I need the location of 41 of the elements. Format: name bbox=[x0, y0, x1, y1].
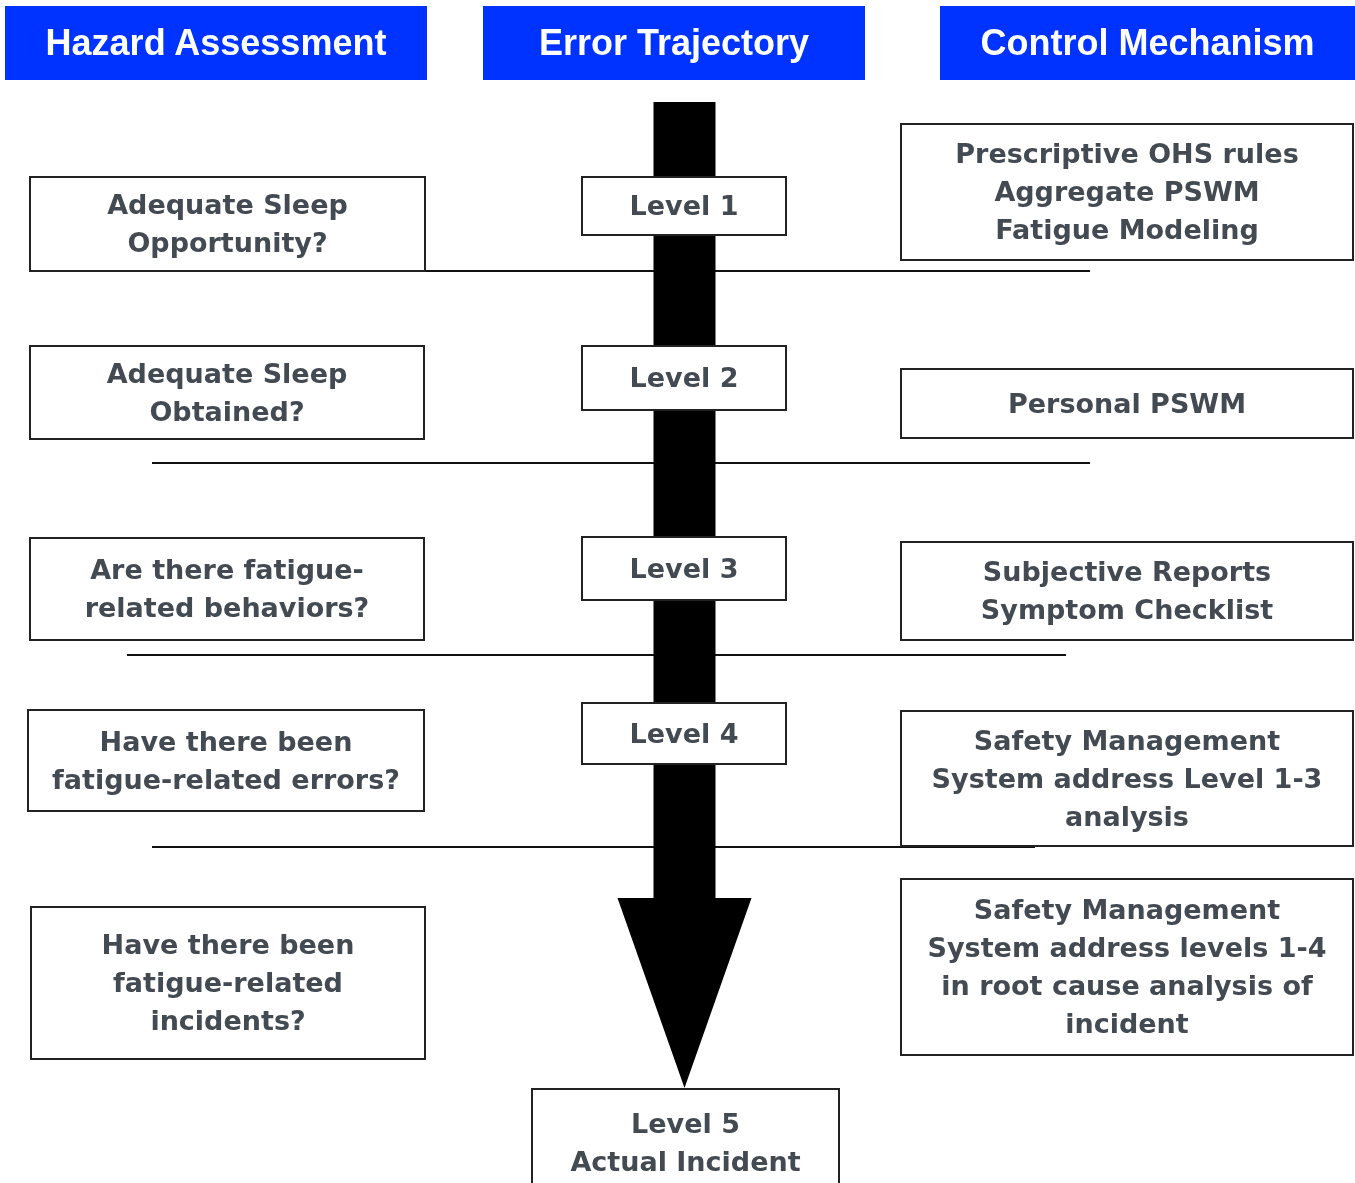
control-text: Prescriptive OHS rules bbox=[955, 137, 1299, 171]
question-text: Adequate Sleep Obtained? bbox=[105, 356, 349, 429]
level-text: Level 4 bbox=[629, 716, 739, 751]
control-text: Personal PSWM bbox=[1008, 386, 1246, 421]
control-box bbox=[900, 123, 1354, 261]
question-box bbox=[29, 537, 425, 641]
question-text: Adequate Sleep Opportunity? bbox=[106, 188, 349, 260]
question-box bbox=[30, 906, 426, 1060]
level-box bbox=[581, 176, 787, 236]
column-header bbox=[483, 6, 865, 80]
header-title: Hazard Assessment bbox=[45, 22, 387, 64]
control-text: Aggregate PSWM bbox=[994, 175, 1260, 209]
question-text: Have there been fatigue-related errors? bbox=[51, 724, 401, 797]
header-title: Control Mechanism bbox=[980, 22, 1315, 64]
level-text: Level 5 bbox=[631, 1107, 740, 1141]
control-box bbox=[900, 368, 1354, 439]
question-text: Are there fatigue-related behaviors? bbox=[83, 553, 371, 625]
question-box bbox=[29, 176, 426, 272]
column-header bbox=[940, 6, 1355, 80]
question-box bbox=[27, 709, 425, 812]
control-text: Safety Management System address Level 1-3 analysis bbox=[930, 723, 1324, 834]
level-text: Level 3 bbox=[629, 551, 739, 586]
control-text: Safety Management System address levels 1-4 in root cause analysis of incident bbox=[926, 893, 1328, 1041]
header-title: Error Trajectory bbox=[538, 22, 810, 64]
column-header bbox=[5, 6, 427, 80]
control-text: Symptom Checklist bbox=[980, 593, 1274, 627]
control-box bbox=[900, 878, 1354, 1056]
question-box bbox=[29, 345, 425, 440]
control-box bbox=[900, 541, 1354, 641]
level-text: Level 2 bbox=[629, 361, 739, 395]
level-text: Actual Incident bbox=[570, 1145, 801, 1179]
question-text: Have there been fatigue-related incidents? bbox=[100, 928, 356, 1038]
level-box bbox=[581, 345, 787, 411]
control-text: Subjective Reports bbox=[982, 555, 1272, 589]
level-box bbox=[581, 702, 787, 765]
level-box bbox=[581, 536, 787, 601]
level-box bbox=[531, 1088, 840, 1183]
control-text: Fatigue Modeling bbox=[995, 213, 1259, 247]
level-text: Level 1 bbox=[629, 189, 739, 223]
control-box bbox=[900, 710, 1354, 847]
arrow bbox=[617, 102, 752, 1088]
